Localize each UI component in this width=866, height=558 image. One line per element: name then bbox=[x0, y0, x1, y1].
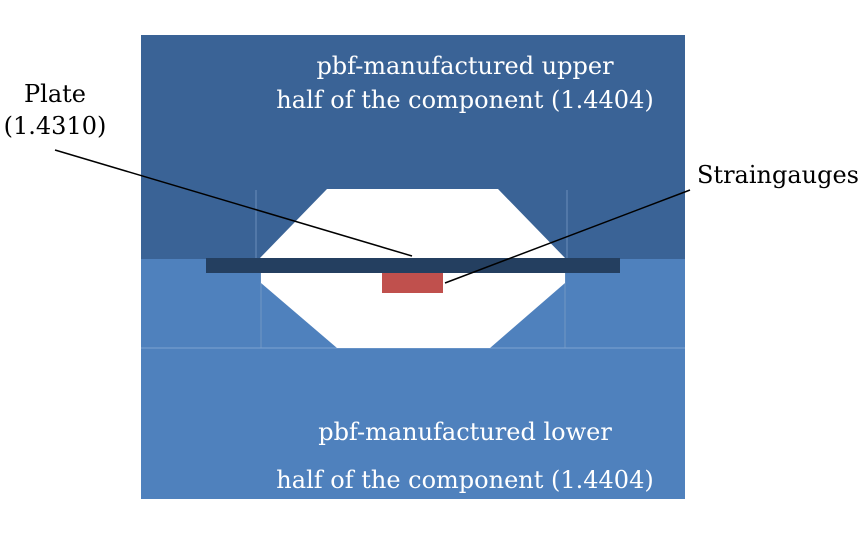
lower-half-label-line1: pbf-manufactured lower bbox=[318, 418, 612, 446]
plate-label-line1: Plate bbox=[24, 80, 86, 108]
lower-half-label-line2: half of the component (1.4404) bbox=[276, 466, 653, 494]
lower-cavity bbox=[261, 272, 565, 348]
plate bbox=[206, 258, 620, 273]
upper-half-label-line1: pbf-manufactured upper bbox=[316, 52, 614, 80]
upper-cavity bbox=[259, 189, 566, 259]
plate-label-line2: (1.4310) bbox=[4, 112, 107, 140]
plate-leader-line bbox=[54, 149, 413, 257]
straingauge bbox=[382, 273, 443, 293]
upper-half-label-line2: half of the component (1.4404) bbox=[276, 86, 653, 114]
straingauges-label: Straingauges bbox=[697, 161, 859, 189]
straingauges-leader-line bbox=[444, 189, 691, 284]
